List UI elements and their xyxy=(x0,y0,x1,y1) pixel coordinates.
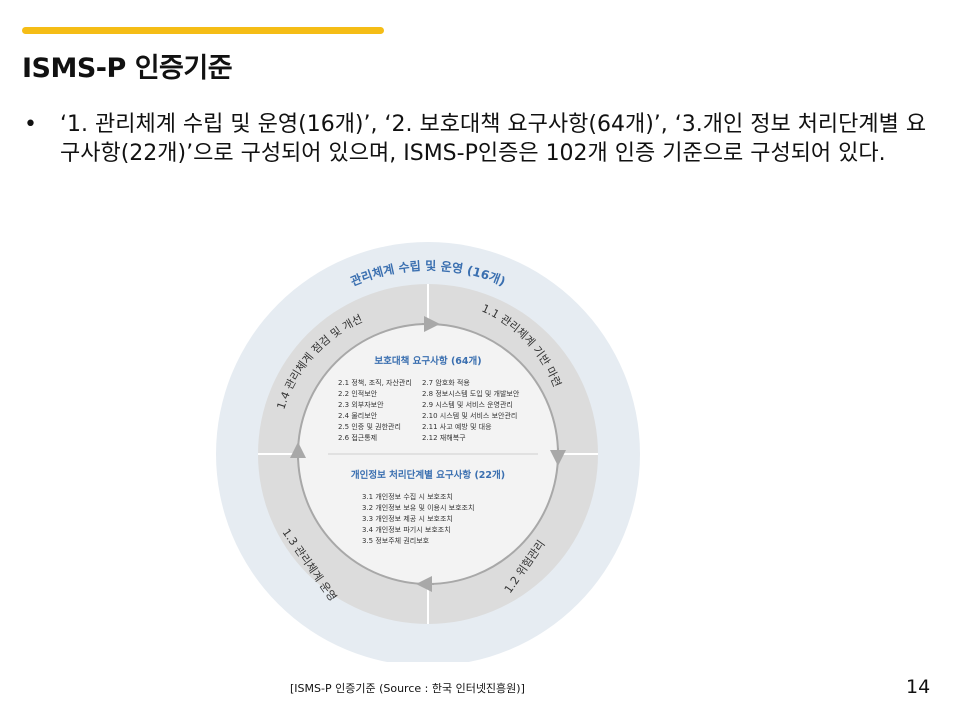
protection-item: 2.9 시스템 및 서비스 운영관리 xyxy=(422,400,513,409)
figure-caption: [ISMS-P 인증기준 (Source : 한국 인터넷진흥원)] xyxy=(290,682,525,695)
personal-item: 3.4 개인정보 파기시 보호조치 xyxy=(362,525,451,534)
diagram-svg: 관리체계 수립 및 운영 (16개) 1.1 관리체계 기반 마련 1.2 위험… xyxy=(216,242,640,666)
protection-list: 2.1 정책, 조직, 자산관리 2.2 인적보안 2.3 외부자보안 2.4 … xyxy=(338,378,520,442)
bullet-item: • ‘1. 관리체계 수립 및 운영(16개)’, ‘2. 보호대책 요구사항(… xyxy=(24,110,946,168)
personal-item: 3.2 개인정보 보유 및 이용시 보호조치 xyxy=(362,503,474,512)
personal-item: 3.5 정보주체 권리보호 xyxy=(362,536,430,545)
personal-item: 3.1 개인정보 수집 시 보호조치 xyxy=(362,492,453,501)
bullet-text: ‘1. 관리체계 수립 및 운영(16개)’, ‘2. 보호대책 요구사항(64… xyxy=(60,112,927,166)
protection-item: 2.11 사고 예방 및 대응 xyxy=(422,422,492,431)
page-number: 14 xyxy=(906,676,931,698)
protection-item: 2.1 정책, 조직, 자산관리 xyxy=(338,378,412,387)
protection-title: 보호대책 요구사항 (64개) xyxy=(374,355,481,367)
personal-list: 3.1 개인정보 수집 시 보호조치 3.2 개인정보 보유 및 이용시 보호조… xyxy=(362,492,474,545)
protection-item: 2.12 재해복구 xyxy=(422,433,466,442)
protection-item: 2.2 인적보안 xyxy=(338,389,378,398)
protection-item: 2.10 시스템 및 서비스 보안관리 xyxy=(422,411,517,420)
personal-item: 3.3 개인정보 제공 시 보호조치 xyxy=(362,514,453,523)
protection-item: 2.3 외부자보안 xyxy=(338,400,384,409)
bullet-dot: • xyxy=(24,112,37,137)
page-title: ISMS-P 인증기준 xyxy=(22,53,233,84)
protection-item: 2.8 정보시스템 도입 및 개발보안 xyxy=(422,389,520,398)
protection-item: 2.4 물리보안 xyxy=(338,411,378,420)
title-accent-bar xyxy=(22,27,384,34)
isms-p-diagram: 관리체계 수립 및 운영 (16개) 1.1 관리체계 기반 마련 1.2 위험… xyxy=(200,242,660,666)
protection-item: 2.5 인증 및 권한관리 xyxy=(338,422,401,431)
protection-item: 2.6 접근통제 xyxy=(338,434,377,442)
protection-item: 2.7 암호화 적용 xyxy=(422,378,470,387)
personal-title: 개인정보 처리단계별 요구사항 (22개) xyxy=(351,469,505,481)
